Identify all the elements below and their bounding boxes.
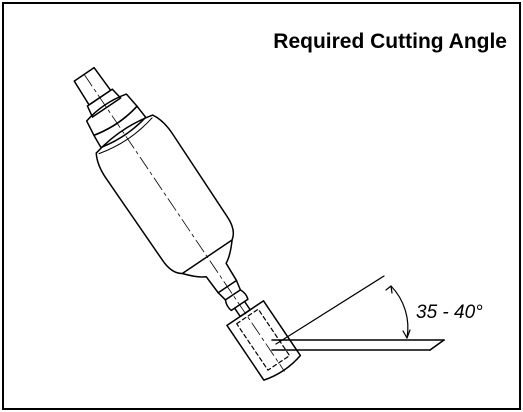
cutter-head — [226, 300, 302, 381]
angle-arrow-top — [385, 285, 393, 294]
tool-centerline — [83, 73, 285, 372]
angle-arrow-bottom — [402, 329, 411, 339]
diagram-title: Required Cutting Angle — [273, 30, 507, 53]
tool-housing — [95, 114, 235, 275]
angle-arc — [390, 285, 409, 339]
angle-reference-line — [275, 275, 385, 345]
tool-assembly — [73, 66, 302, 381]
cutting-angle-diagram: 35 - 40° — [73, 66, 483, 381]
workpiece — [271, 339, 445, 351]
angle-label: 35 - 40° — [416, 302, 483, 323]
